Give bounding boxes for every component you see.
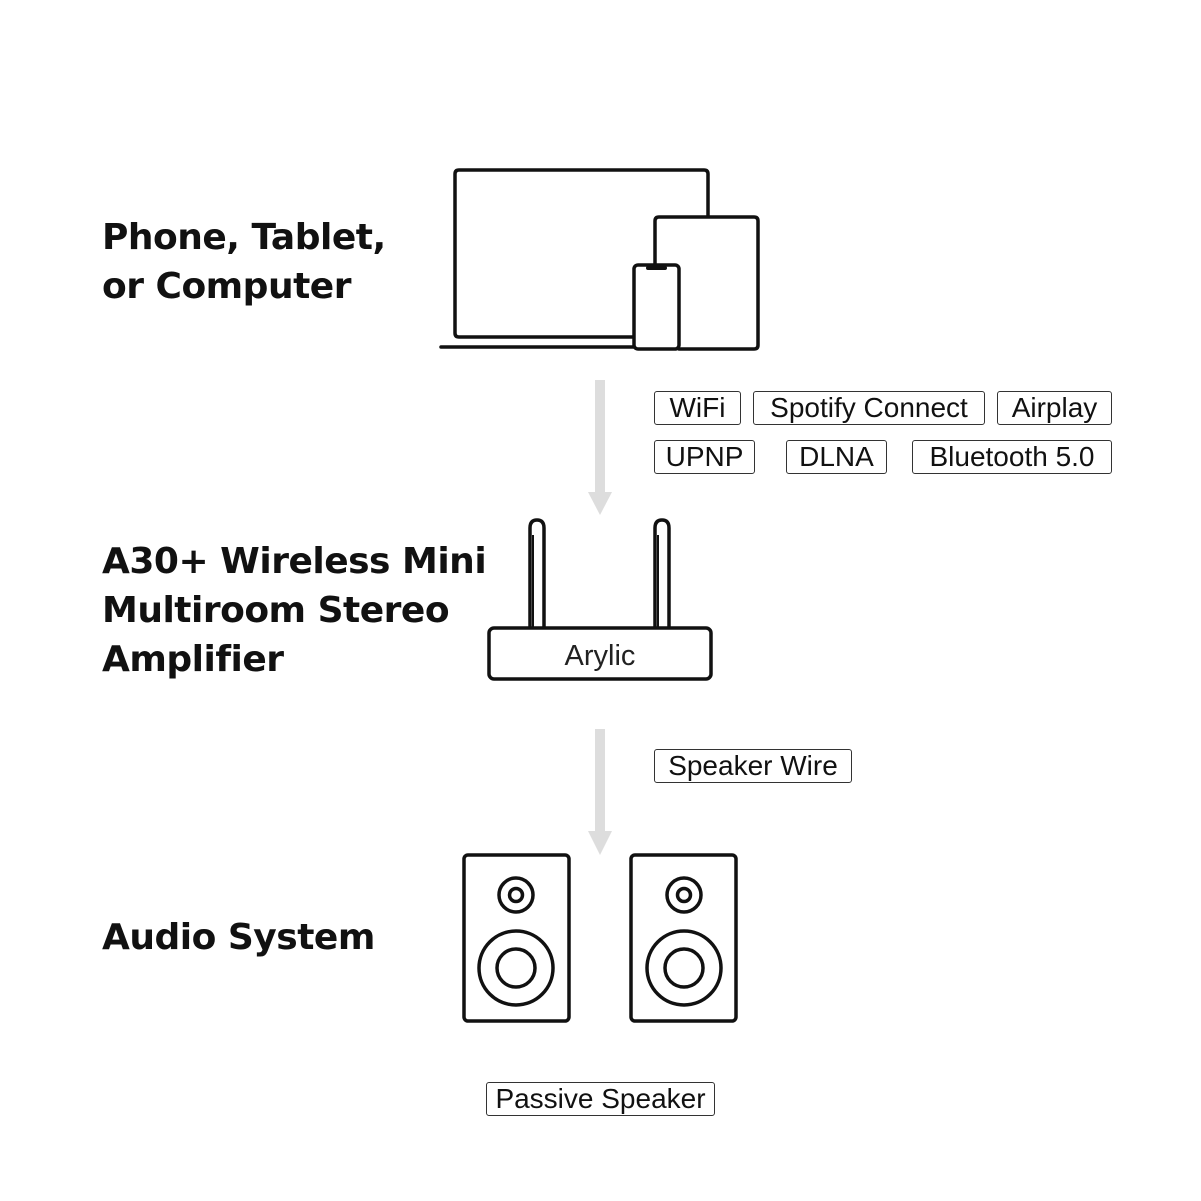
protocol-tag-dlna: DLNA <box>786 440 887 474</box>
protocol-tag-wifi: WiFi <box>654 391 741 425</box>
amplifier-label-line-1: A30+ Wireless Mini <box>102 541 487 582</box>
audio-system-label: Audio System <box>102 913 375 962</box>
devices-label-line-1: Phone, Tablet, <box>102 217 386 258</box>
audio-system-label-line-1: Audio System <box>102 917 375 958</box>
brand-logo-text: Arylic <box>565 640 636 672</box>
protocol-tag-spotify-connect: Spotify Connect <box>753 391 985 425</box>
connection-tag-speaker-wire: Speaker Wire <box>654 749 852 783</box>
protocol-tag-bluetooth: Bluetooth 5.0 <box>912 440 1112 474</box>
amplifier-label-line-3: Amplifier <box>102 639 284 680</box>
devices-label-line-2: or Computer <box>102 266 351 307</box>
speaker-type-tag: Passive Speaker <box>486 1082 715 1116</box>
protocol-tag-upnp: UPNP <box>654 440 755 474</box>
devices-label: Phone, Tablet, or Computer <box>102 213 386 311</box>
amplifier-label: A30+ Wireless Mini Multiroom Stereo Ampl… <box>102 537 487 684</box>
down-arrow-icon <box>588 729 612 855</box>
down-arrow-icon <box>588 380 612 515</box>
protocol-tag-airplay: Airplay <box>997 391 1112 425</box>
amplifier-label-line-2: Multiroom Stereo <box>102 590 450 631</box>
